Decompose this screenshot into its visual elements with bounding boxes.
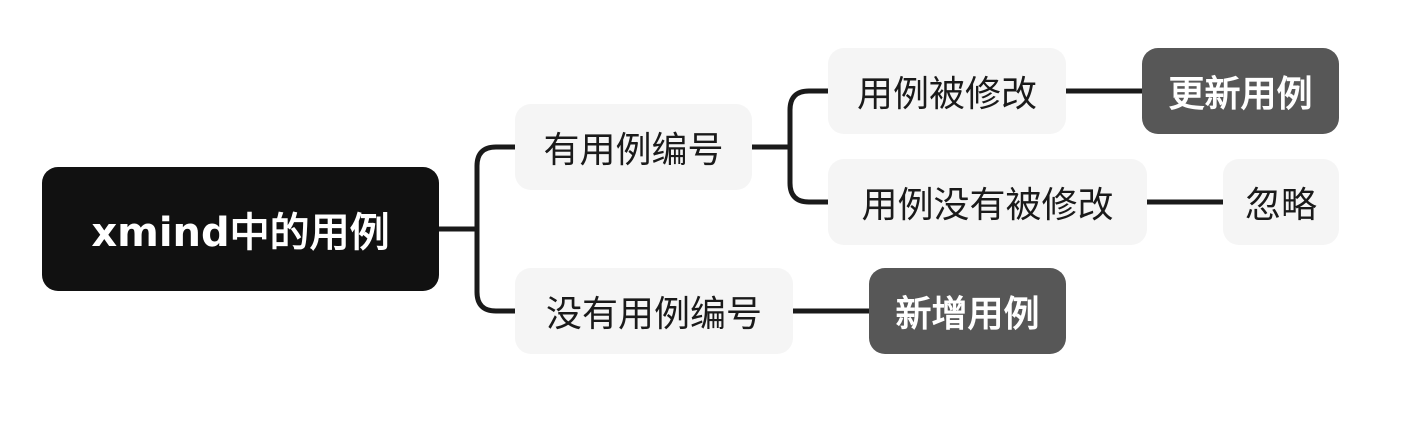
topic-case-modified-label: 用例被修改 [856, 74, 1037, 115]
result-add-case[interactable]: 新增用例 [869, 268, 1066, 354]
topic-has-case-id-label: 有用例编号 [543, 130, 724, 171]
result-update-case[interactable]: 更新用例 [1142, 48, 1339, 134]
topic-case-not-modified[interactable]: 用例没有被修改 [828, 159, 1147, 245]
connector-has-id-to-unmodified [787, 144, 831, 205]
result-ignore-label: 忽略 [1244, 185, 1317, 226]
topic-has-case-id[interactable]: 有用例编号 [515, 104, 752, 190]
result-ignore[interactable]: 忽略 [1223, 159, 1339, 245]
topic-no-case-id-label: 没有用例编号 [545, 294, 762, 335]
topic-case-modified[interactable]: 用例被修改 [828, 48, 1066, 134]
connector-root-to-has-id [474, 144, 518, 232]
connector-has-id-to-modified [787, 88, 831, 150]
topic-case-not-modified-label: 用例没有被修改 [861, 185, 1114, 226]
result-add-case-label: 新增用例 [895, 294, 1040, 335]
topic-no-case-id[interactable]: 没有用例编号 [515, 268, 793, 354]
root-topic-label: xmind中的用例 [91, 210, 390, 256]
result-update-case-label: 更新用例 [1168, 74, 1313, 115]
root-topic[interactable]: xmind中的用例 [42, 167, 439, 291]
connector-root-to-no-id [474, 226, 518, 314]
